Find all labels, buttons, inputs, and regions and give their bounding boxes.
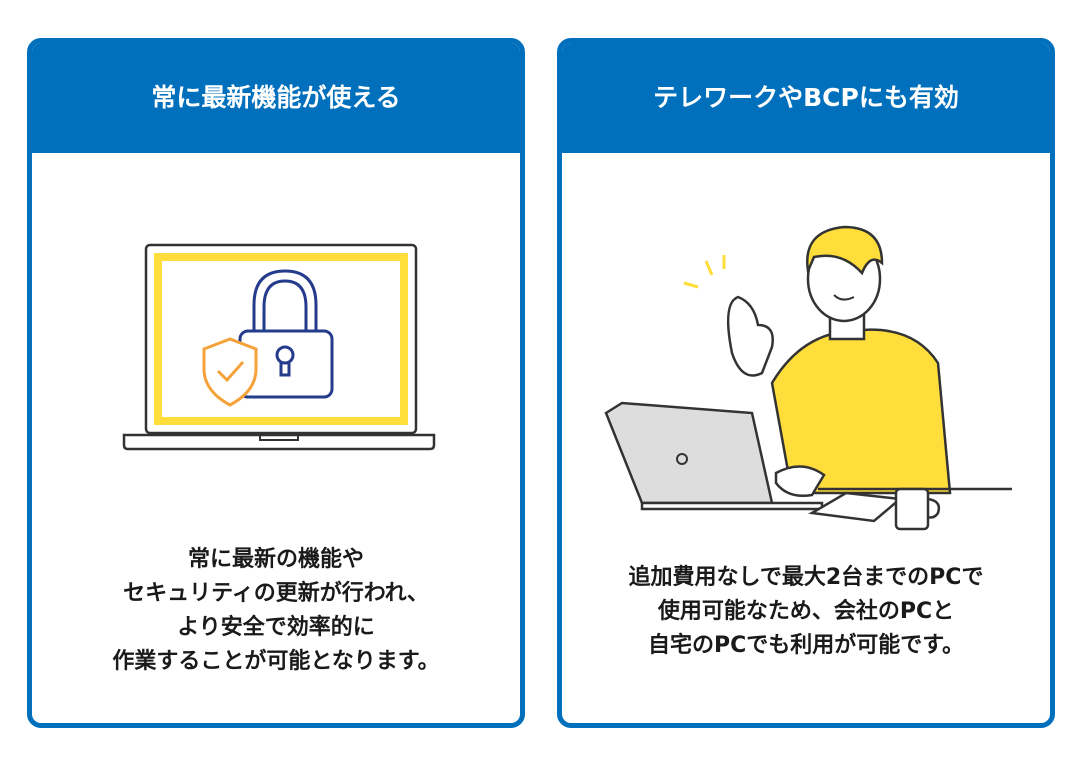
laptop-security-illustration: [32, 213, 520, 543]
description-line: 使用可能なため、会社のPCと: [657, 599, 955, 624]
description-line: 常に最新の機能や: [187, 547, 364, 572]
description-line: 追加費用なしで最大2台までのPCで: [628, 565, 984, 590]
description-line: より安全で効率的に: [177, 615, 375, 640]
feature-card-latest: 常に最新機能が使える 常に最新の機能や セキュリティの更新が行われ、 より安全で…: [27, 38, 525, 728]
card-description: 常に最新の機能や セキュリティの更新が行われ、 より安全で効率的に 作業すること…: [32, 543, 520, 679]
card-description: 追加費用なしで最大2台までのPCで 使用可能なため、会社のPCと 自宅のPCでも…: [562, 561, 1050, 663]
lock-icon: [238, 269, 334, 399]
card-title: テレワークやBCPにも有効: [562, 43, 1050, 153]
card-title: 常に最新機能が使える: [32, 43, 520, 153]
description-line: 自宅のPCでも利用が可能です。: [647, 633, 965, 658]
shield-check-icon: [202, 337, 258, 407]
feature-card-telework: テレワークやBCPにも有効 追加費用なしで最大2台までのPCで 使用可能なため、…: [557, 38, 1055, 728]
person-laptop-ok-illustration: [562, 213, 1050, 543]
description-line: セキュリティの更新が行われ、: [123, 581, 429, 606]
description-line: 作業することが可能となります。: [112, 649, 440, 674]
